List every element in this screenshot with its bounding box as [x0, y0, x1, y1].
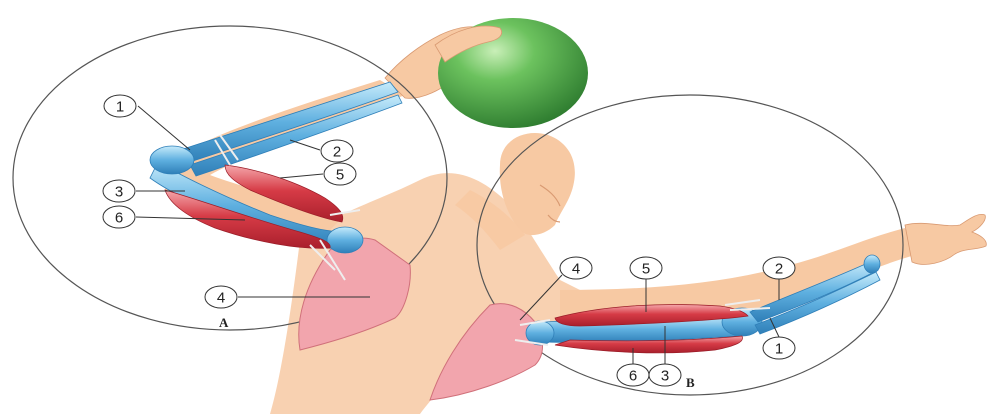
callout-a-4-label: 4 [217, 290, 225, 307]
callout-a-3-label: 3 [115, 184, 123, 201]
callout-b-6: 6 [617, 348, 649, 386]
open-hand-shape [905, 214, 986, 264]
callout-b-6-label: 6 [629, 368, 637, 385]
humeral-head-a [327, 227, 363, 253]
callout-b-3-label: 3 [661, 368, 669, 385]
callout-b-2-label: 2 [775, 261, 783, 278]
forearm-bone-a-1 [180, 82, 398, 162]
callout-a-5-label: 5 [336, 167, 344, 184]
callout-b-5-label: 5 [642, 261, 650, 278]
elbow-joint-a [150, 146, 194, 174]
wrist-b [864, 255, 880, 273]
callout-b-1-label: 1 [775, 341, 783, 358]
callout-a-1-label: 1 [116, 99, 124, 116]
callout-a-6-label: 6 [115, 210, 123, 227]
callout-a-2-label: 2 [333, 144, 341, 161]
panel-b-letter: B [686, 375, 695, 390]
panel-a-letter: A [219, 315, 229, 330]
callout-a-2: 2 [290, 140, 353, 162]
callout-b-4-label: 4 [572, 261, 580, 278]
callout-a-5: 5 [280, 163, 356, 185]
callout-a-1: 1 [104, 95, 190, 150]
